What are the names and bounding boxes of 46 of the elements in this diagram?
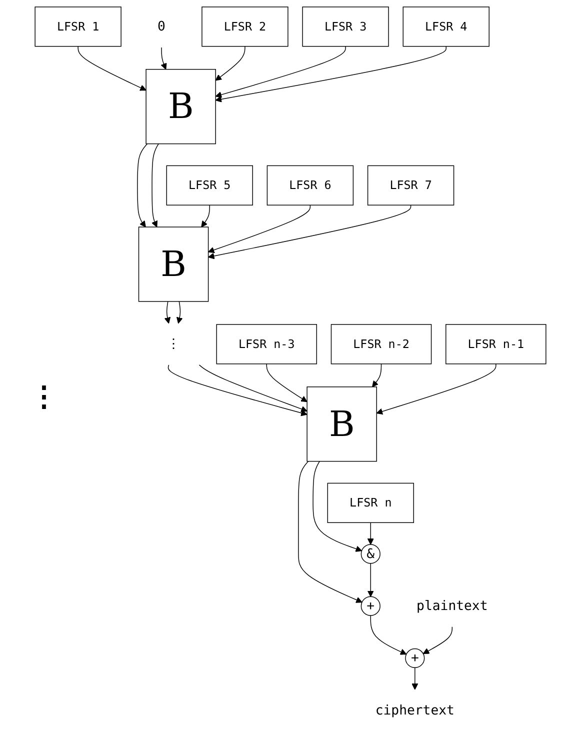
arrow [215,46,346,98]
node-text: plaintext [416,598,488,614]
node-text: ⋮ [166,336,180,352]
arrow [367,563,374,597]
node-box: LFSR 4 [402,6,490,47]
node-box: LFSR 2 [202,6,288,47]
node-box: B [306,386,377,462]
node-box: LFSR n-1 [446,324,546,364]
arrow [372,364,382,388]
arrow [215,46,246,81]
node-circle: + [360,596,380,616]
arrow [215,46,446,102]
node-box: B [146,68,216,144]
arrow [164,301,171,324]
node-box: LFSR n-3 [216,324,317,364]
arrow [208,204,311,254]
arrow [367,522,374,545]
node-circle: & [360,544,380,564]
node-box: LFSR 7 [367,165,454,206]
node-box: LFSR n [327,482,414,523]
arrow [152,143,159,228]
node-circle: + [405,648,425,668]
arrow [176,301,183,324]
arrow [78,46,146,91]
arrow [208,204,412,260]
arrow [137,143,148,228]
arrow [422,626,453,654]
node-box: LFSR 5 [166,165,253,206]
node-text: 0 [158,18,166,34]
node-box: LFSR 1 [34,6,122,47]
node-box: LFSR n-2 [330,324,432,364]
arrow [298,460,362,603]
node-box: LFSR 6 [266,165,354,206]
arrow [201,204,210,228]
arrow [412,667,418,690]
node-box: B [138,226,209,302]
arrow [376,364,496,415]
arrow [160,47,167,70]
arrow [312,460,362,552]
node-text: ciphertext [375,702,454,718]
arrow [266,364,308,402]
node-box: LFSR 3 [302,6,389,47]
arrow [168,364,308,416]
ellipsis-label: ⋮ [30,380,58,413]
arrow [198,364,308,412]
arrow [370,615,407,655]
